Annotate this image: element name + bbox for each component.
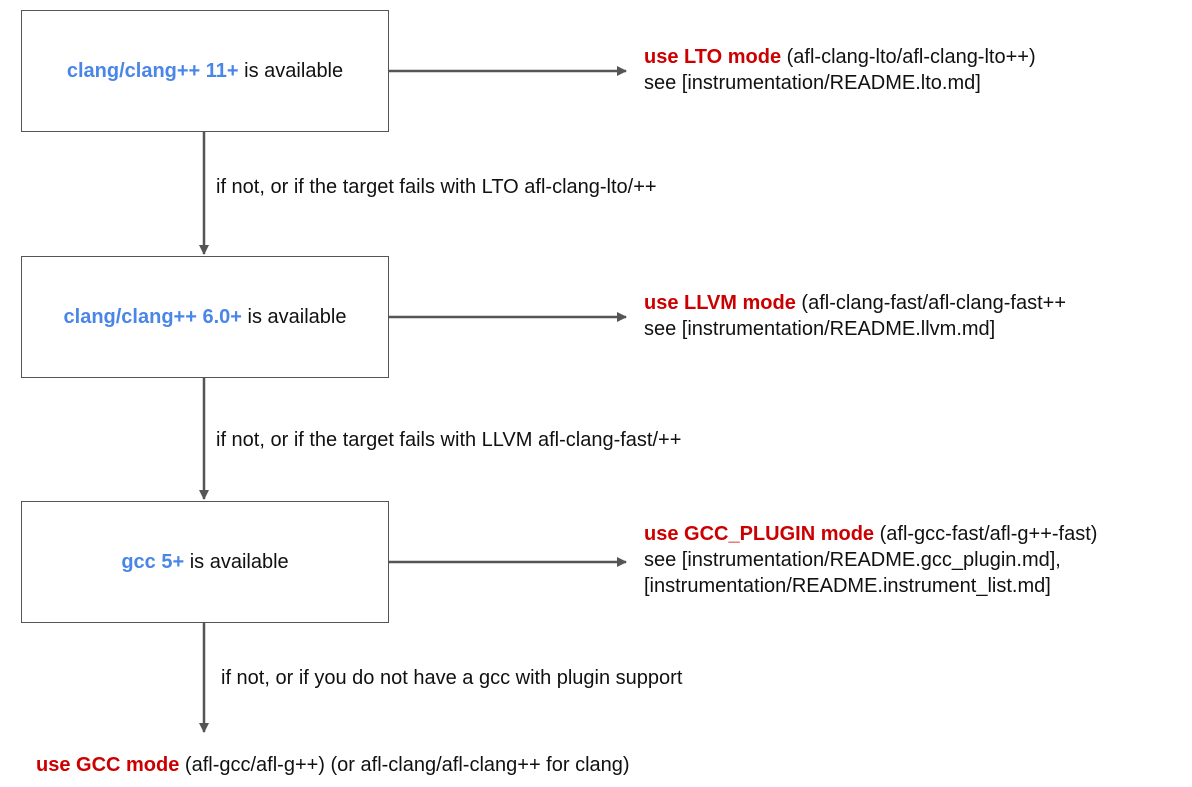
- condition-highlight: gcc 5+: [121, 550, 185, 573]
- edge-label-3: if not, or if you do not have a gcc with…: [221, 667, 683, 689]
- condition-text: is available: [184, 550, 289, 573]
- final-outcome: use GCC mode (afl-gcc/afl-g++) (or afl-c…: [36, 752, 630, 778]
- edge-label-2: if not, or if the target fails with LLVM…: [216, 429, 682, 451]
- condition-highlight: clang/clang++ 11+: [66, 59, 239, 82]
- outcome-see-line: [instrumentation/README.instrument_list.…: [644, 575, 1051, 597]
- condition-text: is available: [241, 305, 347, 328]
- outcome-lto: use LTO mode (afl-clang-lto/afl-clang-lt…: [644, 44, 1036, 96]
- condition-box-clang-6: clang/clang++ 6.0+ is available: [21, 256, 389, 378]
- condition-highlight: clang/clang++ 6.0+: [63, 305, 242, 328]
- outcome-see-line: see [instrumentation/README.lto.md]: [644, 72, 981, 94]
- edge-label-1: if not, or if the target fails with LTO …: [216, 176, 657, 198]
- outcome-see-line: see [instrumentation/README.gcc_plugin.m…: [644, 549, 1061, 571]
- outcome-mode: use LTO mode: [644, 46, 782, 68]
- condition-text: is available: [238, 59, 344, 82]
- outcome-detail: (afl-clang-lto/afl-clang-lto++): [781, 46, 1036, 68]
- outcome-mode: use LLVM mode: [644, 292, 796, 314]
- final-detail: (afl-gcc/afl-g++) (or afl-clang/afl-clan…: [179, 754, 630, 776]
- outcome-see-line: see [instrumentation/README.llvm.md]: [644, 318, 996, 340]
- condition-box-gcc-5: gcc 5+ is available: [21, 501, 389, 623]
- outcome-detail: (afl-gcc-fast/afl-g++-fast): [874, 523, 1098, 545]
- condition-box-clang-11: clang/clang++ 11+ is available: [21, 10, 389, 132]
- outcome-llvm: use LLVM mode (afl-clang-fast/afl-clang-…: [644, 290, 1066, 342]
- outcome-detail: (afl-clang-fast/afl-clang-fast++: [795, 292, 1066, 314]
- outcome-gcc-plugin: use GCC_PLUGIN mode (afl-gcc-fast/afl-g+…: [644, 521, 1097, 599]
- outcome-mode: use GCC_PLUGIN mode: [644, 523, 875, 545]
- final-mode: use GCC mode: [36, 754, 180, 776]
